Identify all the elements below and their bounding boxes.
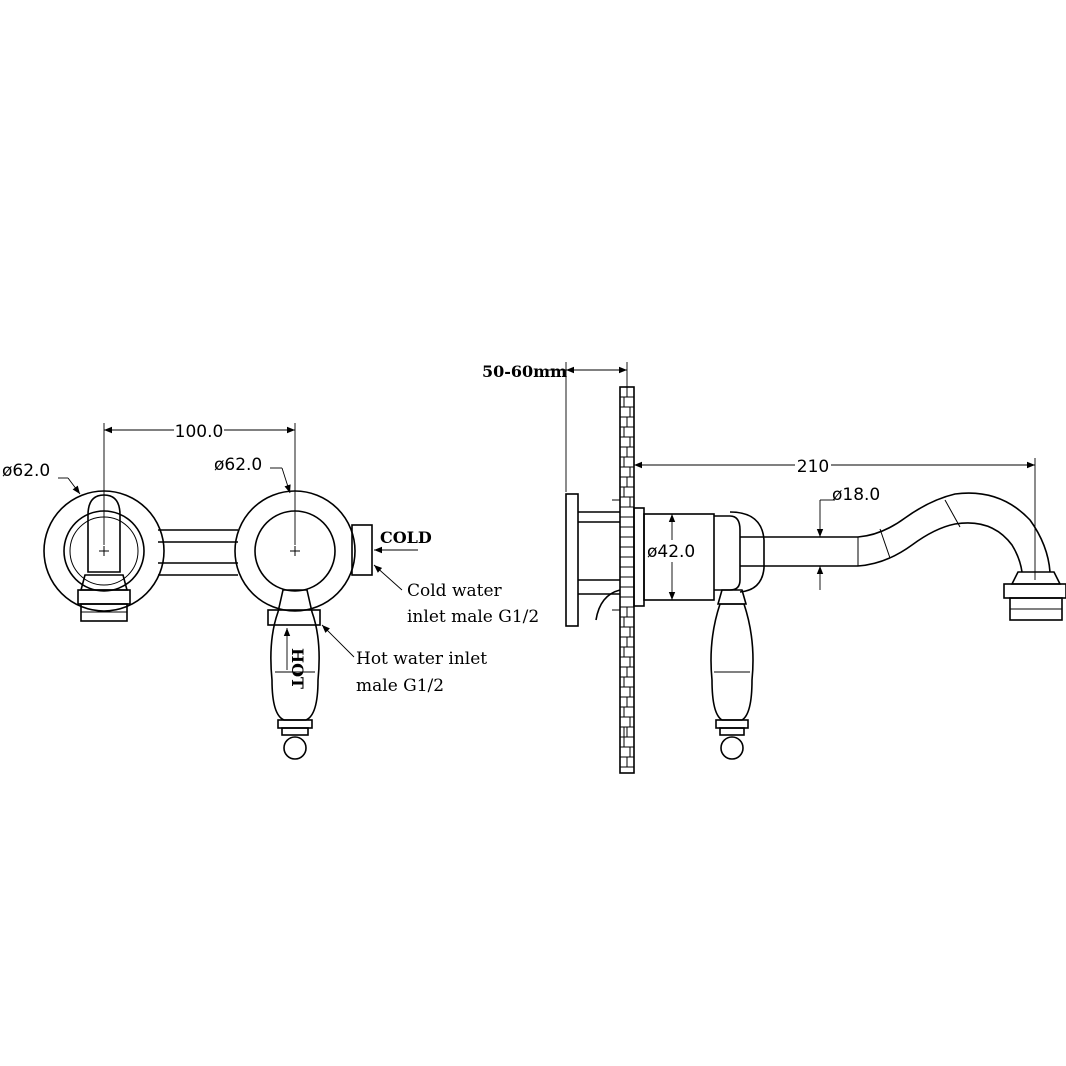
hot-inlet-line1: Hot water inlet bbox=[356, 649, 487, 669]
hot-label: HOT bbox=[288, 648, 307, 689]
dimension-body-dia: ø42.0 bbox=[647, 514, 700, 600]
left-flange-spout bbox=[43, 490, 165, 622]
dim-spout-reach-text: 210 bbox=[797, 457, 829, 477]
side-handle bbox=[710, 589, 754, 760]
side-handle-ball-icon bbox=[720, 736, 744, 760]
hot-indicator: HOT bbox=[283, 628, 307, 689]
cold-inlet-line1: Cold water bbox=[407, 581, 503, 601]
wall-panel bbox=[619, 386, 635, 774]
dim-spout-dia-text: ø18.0 bbox=[832, 485, 880, 505]
hot-inlet-line2: male G1/2 bbox=[356, 676, 444, 696]
dimension-right-flange: ø62.0 bbox=[214, 455, 291, 494]
dimension-wall-depth: 50-60mm bbox=[482, 362, 628, 492]
right-flange-valve bbox=[234, 490, 373, 760]
dimension-left-flange: ø62.0 bbox=[2, 461, 81, 495]
cold-inlet-line2: inlet male G1/2 bbox=[407, 607, 539, 627]
cold-indicator: COLD bbox=[374, 528, 432, 554]
hot-inlet-callout: Hot water inlet male G1/2 bbox=[321, 624, 487, 696]
dim-wall-depth-text: 50-60mm bbox=[482, 362, 567, 381]
dim-spacing-text: 100.0 bbox=[175, 422, 224, 442]
front-view bbox=[43, 490, 373, 760]
side-view bbox=[565, 386, 1066, 774]
dim-body-dia-text: ø42.0 bbox=[647, 542, 695, 562]
dimension-spout-reach: 210 bbox=[634, 455, 1036, 580]
handle-ball-icon bbox=[283, 736, 307, 760]
dim-left-flange-text: ø62.0 bbox=[2, 461, 50, 481]
dimension-spout-dia: ø18.0 bbox=[816, 485, 880, 590]
cold-label: COLD bbox=[380, 528, 432, 547]
cold-inlet-callout: Cold water inlet male G1/2 bbox=[373, 564, 539, 627]
concealed-body bbox=[565, 493, 621, 627]
dim-right-flange-text: ø62.0 bbox=[214, 455, 262, 475]
dimension-spacing: 100.0 bbox=[103, 420, 296, 545]
spout bbox=[740, 492, 1066, 621]
connecting-bar bbox=[158, 529, 238, 576]
